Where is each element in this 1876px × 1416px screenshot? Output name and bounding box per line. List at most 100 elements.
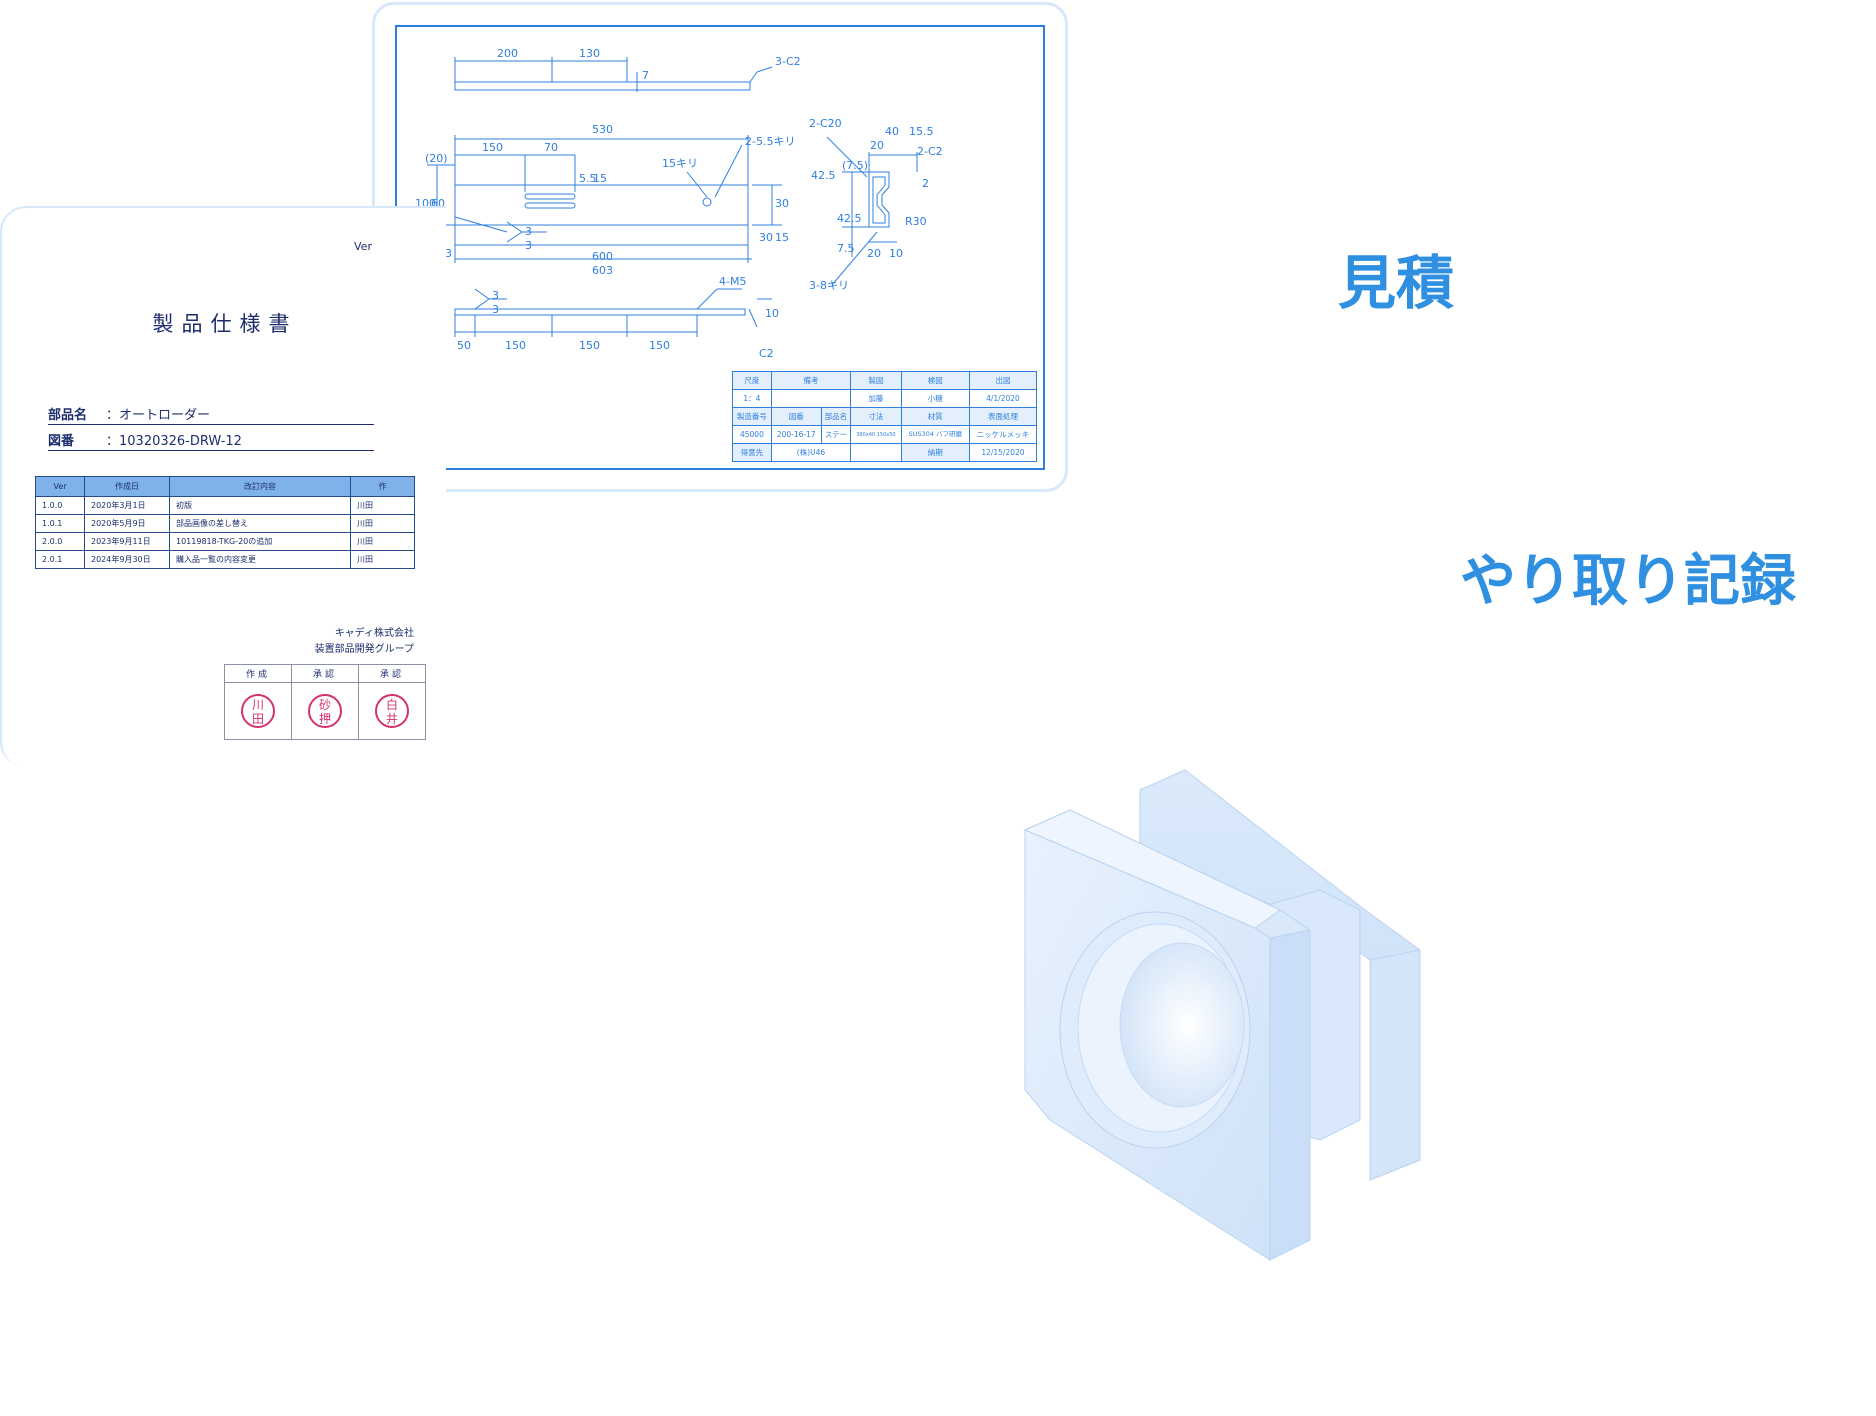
- stamp-char: 川: [251, 698, 264, 712]
- rev-cell: 川田: [350, 550, 415, 569]
- dim-15-kiri: 15キリ: [662, 157, 698, 170]
- dim-603: 603: [592, 264, 613, 277]
- part-name-field: 部品名：オートローダー: [48, 404, 374, 425]
- dim-30: 30: [775, 197, 789, 210]
- dim-70: 70: [544, 141, 558, 154]
- stamp-header: 承認: [358, 664, 426, 683]
- hanko-stamp: 砂押: [308, 694, 342, 728]
- rev-cell: 2020年3月1日: [84, 496, 170, 515]
- tb-cell: (株)U46: [770, 443, 852, 462]
- approval-stamp-table: 作成 承認 承認 川田 砂押 白井: [224, 664, 426, 740]
- rev-cell: 川田: [350, 496, 415, 515]
- hanko-stamp: 白井: [375, 694, 409, 728]
- tb-cell: 製図: [850, 371, 902, 390]
- dim-10: 10: [765, 307, 779, 320]
- dim-30b: 30: [759, 231, 773, 244]
- dim-15a: 15: [593, 172, 607, 185]
- rev-cell: 2.0.1: [35, 550, 85, 569]
- tb-cell: 寸法: [850, 407, 902, 426]
- dim-7-5p: (7.5): [842, 159, 868, 172]
- dim-2-c2: 2-C2: [917, 145, 943, 158]
- tb-cell: ニッケルメッキ: [968, 425, 1038, 444]
- rev-cell: 2023年9月11日: [84, 532, 170, 551]
- tb-cell: 検図: [900, 371, 970, 390]
- dim-530: 530: [592, 123, 613, 136]
- rev-cell: 部品画像の差し替え: [169, 514, 351, 533]
- revision-header: 作成日: [84, 476, 170, 497]
- dim-7-5: 7.5: [837, 242, 855, 255]
- revision-header: 改訂内容: [169, 476, 351, 497]
- revision-header: 作: [350, 476, 415, 497]
- rev-cell: 10119818-TKG-20の追加: [169, 532, 351, 551]
- tb-cell: 納期: [900, 443, 970, 462]
- dim-150b: 150: [505, 339, 526, 352]
- tb-cell: 1：4: [732, 389, 772, 408]
- dim-hole: 2-5.5キリ: [745, 135, 795, 148]
- tb-cell: 12/15/2020: [968, 443, 1038, 462]
- rev-cell: 1.0.0: [35, 496, 85, 515]
- dim-150d: 150: [649, 339, 670, 352]
- dim-600: 600: [592, 250, 613, 263]
- drawing-number-field: 図番：10320326-DRW-12: [48, 430, 374, 451]
- dim-50: 50: [457, 339, 471, 352]
- table-row: 2.0.0 2023年9月11日 10119818-TKG-20の追加 川田: [35, 532, 415, 551]
- dim-20b: 20: [867, 247, 881, 260]
- tb-cell: ステー: [820, 425, 852, 444]
- dim-r30: R30: [905, 215, 927, 228]
- stamp-char: 押: [318, 712, 331, 726]
- dim-40: 40: [885, 125, 899, 138]
- dim-7: 7: [642, 69, 649, 82]
- revision-table: Ver 作成日 改訂内容 作 1.0.0 2020年3月1日 初版 川田 1.0…: [35, 476, 415, 569]
- stamp-char: 白: [385, 698, 398, 712]
- 3d-part-model: [1023, 769, 1421, 1261]
- dim-42-5b: 42.5: [837, 212, 862, 225]
- tb-cell: 表面処理: [968, 407, 1038, 426]
- dim-150c: 150: [579, 339, 600, 352]
- dim-150: 150: [482, 141, 503, 154]
- part-name-value: ：オートローダー: [106, 408, 211, 423]
- dim-15b: 15: [775, 231, 789, 244]
- rev-cell: 1.0.1: [35, 514, 85, 533]
- dim-3-8-kiri: 3-8キリ: [809, 279, 849, 292]
- tb-cell: [770, 389, 852, 408]
- record-label: やり取り記録: [1460, 549, 1796, 614]
- dim-3b: 3: [525, 239, 532, 252]
- department-name: 装置部品開発グループ: [314, 644, 414, 655]
- tb-cell: [850, 443, 902, 462]
- tb-cell: 部品名: [820, 407, 852, 426]
- company-block: キャディ株式会社 装置部品開発グループ: [315, 626, 414, 658]
- dim-20a: 20: [870, 139, 884, 152]
- table-row: 2.0.1 2024年9月30日 購入品一覧の内容変更 川田: [35, 550, 415, 569]
- spec-document-card[interactable]: Ver 製品仕様書 部品名：オートローダー 図番：10320326-DRW-12…: [0, 206, 446, 766]
- dim-4-m5: 4-M5: [719, 275, 746, 288]
- dim-3d: 3: [492, 289, 499, 302]
- dim-3-c2: 3-C2: [775, 55, 801, 68]
- dim-3a: 3: [525, 225, 532, 238]
- table-row: 1.0.1 2020年5月9日 部品画像の差し替え 川田: [35, 514, 415, 533]
- technical-drawing: 200 130 7 3-C2 530 150 70 2-5.5キリ 15キリ (…: [415, 47, 943, 360]
- dim-130: 130: [579, 47, 600, 60]
- rev-cell: 川田: [350, 514, 415, 533]
- rev-cell: 2.0.0: [35, 532, 85, 551]
- dim-20p: (20): [425, 152, 448, 165]
- tb-cell: 製造番号: [732, 407, 772, 426]
- rev-cell: 川田: [350, 532, 415, 551]
- stamp-cell: 白井: [358, 682, 426, 740]
- stamp-char: 田: [251, 712, 264, 726]
- revision-header: Ver: [35, 476, 85, 497]
- dim-2: 2: [922, 177, 929, 190]
- dim-5-5: 5.5: [579, 172, 597, 185]
- rev-cell: 初版: [169, 496, 351, 515]
- dim-3e: 3: [492, 303, 499, 316]
- company-name: キャディ株式会社: [334, 628, 414, 639]
- rev-cell: 購入品一覧の内容変更: [169, 550, 351, 569]
- spec-title: 製品仕様書: [152, 312, 298, 336]
- tb-cell: 45000: [732, 425, 772, 444]
- stamp-char: 砂: [318, 698, 331, 712]
- estimate-label: 見積: [1338, 249, 1455, 317]
- stamp-char: 井: [385, 712, 398, 726]
- dim-3c: 3: [445, 247, 452, 260]
- tb-cell: 尺度: [732, 371, 772, 390]
- tb-cell: 備考: [770, 371, 852, 390]
- drawing-card[interactable]: 200 130 7 3-C2 530 150 70 2-5.5キリ 15キリ (…: [372, 2, 1068, 492]
